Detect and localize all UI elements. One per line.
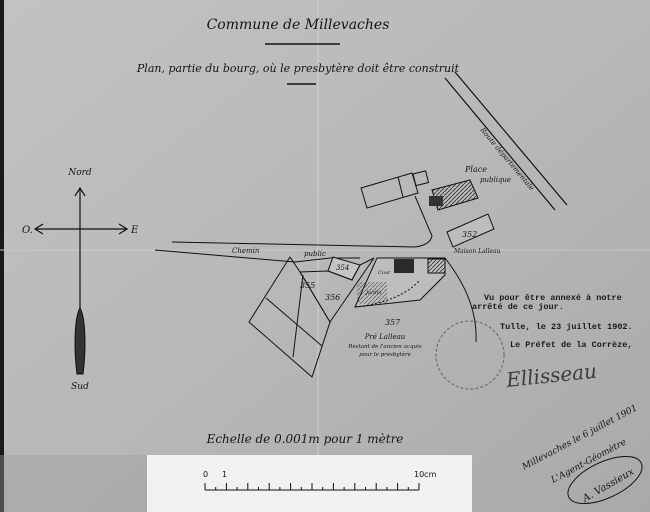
svg-text:public: public: [304, 250, 326, 258]
compass-west: O.: [22, 225, 33, 236]
compass-south: Sud: [71, 382, 89, 392]
compass-north: Nord: [67, 168, 92, 178]
svg-text:pour le presbytère: pour le presbytère: [359, 351, 411, 358]
svg-text:352: 352: [462, 230, 477, 239]
place-publique: Place publique: [429, 165, 511, 211]
plan-subtitle: Plan, partie du bourg, où le presbytère …: [136, 62, 460, 75]
arrow-feather-icon: [74, 307, 86, 375]
svg-text:Maison Lalleau: Maison Lalleau: [453, 248, 501, 255]
dark-margin: [0, 455, 147, 512]
parcel-357: Cour Jardin 357 Pré Lalleau Restant de l…: [347, 257, 477, 358]
reference-ruler: 0 1 10cm: [147, 455, 472, 512]
svg-text:354: 354: [336, 264, 349, 272]
prefecture-stamp: [435, 320, 505, 390]
svg-text:Pré Lalleau: Pré Lalleau: [364, 333, 406, 341]
svg-text:357: 357: [385, 318, 401, 327]
parcel-356: 356: [299, 257, 375, 323]
compass-east: E: [130, 225, 139, 236]
svg-text:10cm: 10cm: [414, 470, 437, 479]
svg-text:Jardin: Jardin: [365, 290, 381, 296]
svg-text:Restant de l'ancien acquis: Restant de l'ancien acquis: [347, 344, 421, 350]
chemin-public: Chemin public: [154, 195, 433, 263]
svg-text:1: 1: [222, 470, 227, 479]
church-building: [360, 170, 430, 209]
svg-text:publique: publique: [480, 176, 511, 184]
svg-text:Cour: Cour: [378, 270, 391, 276]
svg-text:arrêté de ce jour.: arrêté de ce jour.: [472, 302, 564, 312]
compass-rose: Nord O. E Sud: [22, 168, 139, 392]
svg-text:Vu pour être annexé à notre: Vu pour être annexé à notre: [484, 293, 622, 303]
svg-text:Chemin: Chemin: [232, 247, 260, 255]
paper-background: [4, 0, 650, 512]
svg-text:Tulle, le 23 juillet 1902.: Tulle, le 23 juillet 1902.: [500, 322, 633, 332]
svg-text:Le Préfet de la Corrèze,: Le Préfet de la Corrèze,: [510, 340, 632, 350]
svg-text:Place: Place: [464, 165, 487, 174]
plan-title: Commune de Millevaches: [207, 17, 390, 33]
svg-text:356: 356: [325, 293, 340, 302]
maison-lalleau: 352 Maison Lalleau: [446, 213, 501, 255]
svg-text:0: 0: [203, 470, 208, 479]
scale-text: Echelle de 0.001m pour 1 mètre: [206, 432, 404, 446]
